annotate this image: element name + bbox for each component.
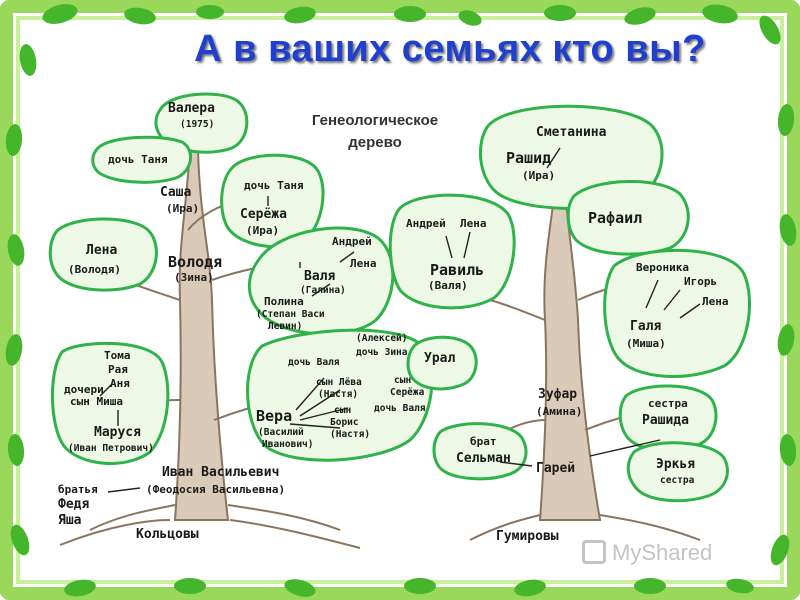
label-smetanina: Сметанина: [536, 125, 607, 140]
slide-title: А в ваших семьях кто вы?: [194, 28, 706, 70]
right-tree-foliage: [388, 104, 751, 503]
label-volodya: Володя: [168, 253, 223, 271]
blob-valera: [154, 92, 249, 154]
label-ivanovich: Иванович): [262, 439, 314, 450]
label-anya: Аня: [110, 377, 130, 390]
label-ravil-wife: (Валя): [428, 279, 468, 292]
label-erkya: Эркья: [656, 457, 696, 472]
label-bratya: братья: [58, 483, 98, 496]
left-tree-foliage: [48, 92, 434, 465]
label-veronika: Вероника: [636, 261, 689, 274]
label-igor: Игорь: [684, 275, 718, 288]
label-erkya-sestra: сестра: [660, 475, 695, 486]
label-galya-husband: (Миша): [626, 337, 666, 350]
label-gumirovy: Гумировы: [496, 529, 559, 544]
label-doch-tanya-2: дочь Таня: [244, 179, 304, 192]
diagram-subtitle: Генеологическое дерево: [270, 110, 480, 154]
label-marusya-husband: (Иван Петрович): [68, 443, 154, 454]
label-lena: Лена: [86, 243, 118, 258]
blob-doch-tanya: [91, 135, 192, 184]
label-brat: брат: [470, 435, 497, 448]
myshared-logo-icon: [582, 540, 606, 564]
label-volodya-wife: (Зина): [174, 271, 214, 284]
label-doch-zina: дочь Зина: [356, 347, 408, 358]
label-valya: Валя: [304, 269, 336, 284]
label-aleksey: (Алексей): [356, 333, 408, 344]
label-rafail: Рафаил: [588, 209, 643, 227]
label-zufar-wife: (Амина): [536, 405, 583, 418]
label-seryozha-wife: (Ира): [246, 224, 280, 237]
label-ivan: Иван Васильевич: [162, 465, 280, 480]
label-sasha: Саша: [160, 185, 192, 200]
label-garey: Гарей: [536, 461, 576, 476]
label-raya: Рая: [108, 363, 128, 376]
label-ravil: Равиль: [430, 261, 485, 279]
blob-galya: [603, 248, 751, 378]
label-seryozha: Серёжа: [240, 207, 287, 222]
subtitle-line-2: дерево: [348, 134, 402, 151]
label-doch-valya: дочь Валя: [288, 357, 340, 368]
label-lena-2: Лена: [350, 257, 377, 270]
label-koltsovy: Кольцовы: [136, 527, 199, 542]
label-syn: сын: [394, 375, 412, 386]
blob-ravil: [388, 193, 516, 310]
watermark-text: MyShared: [612, 540, 713, 565]
label-polina-husband: (Степан Васи: [256, 309, 325, 320]
subtitle-line-1: Генеологическое: [311, 112, 439, 129]
blob-vera: [246, 328, 434, 462]
label-marusya: Маруся: [94, 425, 141, 440]
label-boris: Борис: [330, 417, 359, 428]
label-boris-wife: (Настя): [330, 429, 371, 440]
label-ural: Урал: [424, 351, 456, 366]
label-valera: Валера: [168, 101, 215, 116]
label-docheri: дочери: [64, 383, 104, 396]
label-valera-year: (1975): [180, 119, 215, 130]
label-syn-leva: сын Лёва: [316, 377, 362, 388]
label-doch-valya-2: дочь Валя: [374, 403, 426, 414]
blob-toma: [50, 341, 170, 465]
label-yasha: Яша: [58, 513, 82, 528]
label-andrey-r: Андрей: [406, 217, 446, 230]
label-sasha-wife: (Ира): [166, 202, 200, 215]
label-lena-husband: (Володя): [68, 263, 121, 276]
label-valya-wife: (Галина): [300, 285, 346, 296]
blob-ural: [406, 335, 478, 391]
label-seryozha-2: Серёжа: [390, 387, 425, 398]
label-syn-misha: сын Миша: [70, 395, 123, 408]
label-toma: Тома: [104, 349, 131, 362]
label-fedya: Федя: [58, 497, 90, 512]
label-ivan-wife: (Феодосия Васильевна): [146, 483, 286, 496]
label-lena-r: Лена: [460, 217, 487, 230]
blob-selman: [432, 422, 528, 481]
label-vera-husband: (Василий: [258, 427, 304, 438]
blob-valya: [247, 226, 395, 336]
label-vera: Вера: [256, 407, 293, 425]
blob-erkya: [626, 441, 729, 503]
label-lena-r2: Лена: [702, 295, 729, 308]
label-syn-boris: сын: [334, 405, 352, 416]
label-andrey: Андрей: [332, 235, 372, 248]
connector-lines: [99, 147, 701, 493]
label-rashida: Рашида: [642, 413, 689, 428]
label-galya: Галя: [630, 319, 662, 334]
label-polina: Полина: [264, 295, 304, 308]
blob-lena: [48, 217, 158, 292]
label-rashid: Рашид: [506, 149, 552, 167]
label-sestra: сестра: [648, 397, 688, 410]
label-doch-tanya: дочь Таня: [108, 153, 168, 166]
label-selman: Сельман: [456, 451, 511, 466]
label-nastya: (Настя): [318, 389, 359, 400]
label-levin: Левин): [268, 321, 303, 332]
label-rashid-wife: (Ира): [522, 169, 556, 182]
label-zufar: Зуфар: [538, 387, 578, 402]
blob-rafail: [566, 179, 690, 256]
